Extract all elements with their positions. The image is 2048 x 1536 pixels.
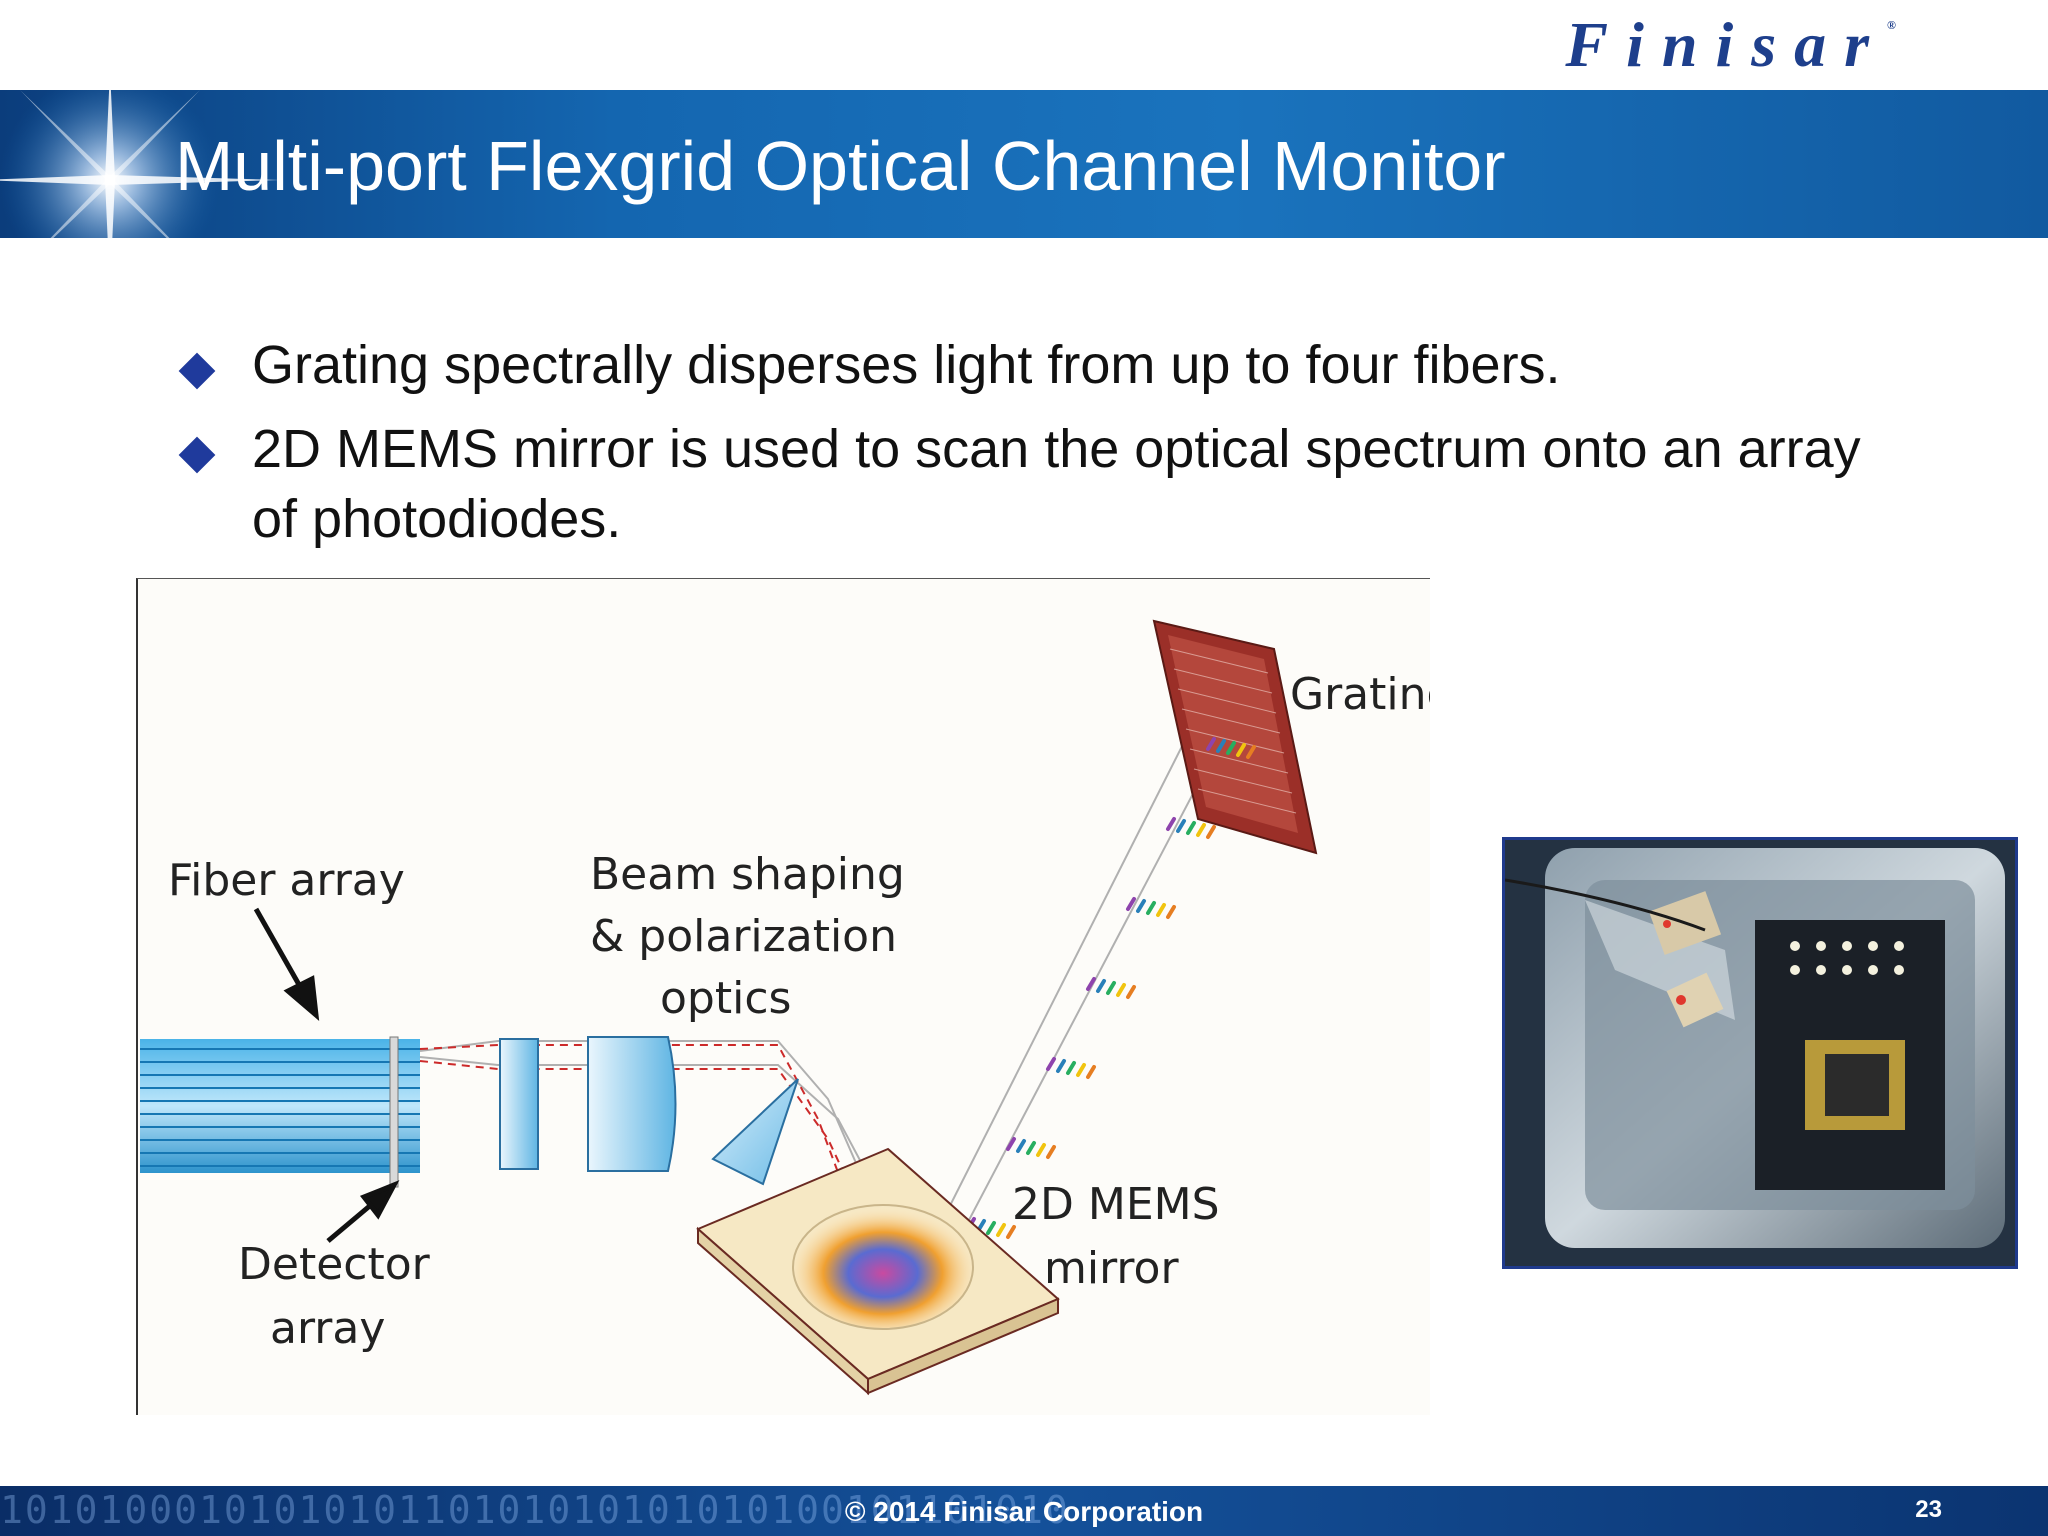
starburst-decoration bbox=[0, 90, 280, 238]
logo-text: Finisar bbox=[1565, 9, 1888, 80]
slide-title: Multi-port Flexgrid Optical Channel Moni… bbox=[175, 127, 1506, 205]
beam-shaping-lens-1 bbox=[499, 1038, 539, 1170]
bullet-item: Grating spectrally disperses light from … bbox=[170, 330, 1890, 400]
grating bbox=[1152, 619, 1318, 855]
mems-mirror bbox=[696, 1147, 1060, 1396]
label-mems-2: mirror bbox=[1044, 1243, 1179, 1294]
title-band: Multi-port Flexgrid Optical Channel Moni… bbox=[0, 90, 2048, 238]
label-grating: Grating bbox=[1290, 669, 1430, 720]
bullet-text: Grating spectrally disperses light from … bbox=[252, 335, 1561, 395]
detector-array bbox=[389, 1036, 399, 1188]
label-fiber-array: Fiber array bbox=[168, 855, 405, 906]
label-beam-shaping-3: optics bbox=[660, 973, 791, 1024]
diagram-labels: Fiber array Beam shaping & polarization … bbox=[168, 669, 1454, 1354]
binary-decoration: 1010100010101010110101010101010100101101… bbox=[0, 1488, 1070, 1532]
optical-diagram: Fiber array Beam shaping & polarization … bbox=[136, 578, 1454, 1415]
label-beam-shaping-1: Beam shaping bbox=[590, 849, 905, 900]
copyright-text: © 2014 Finisar Corporation bbox=[844, 1496, 1204, 1527]
beam-shaping-lens-2 bbox=[587, 1036, 677, 1172]
page-number: 23 bbox=[1915, 1496, 1942, 1523]
polarization-prism bbox=[711, 1078, 799, 1186]
label-detector-1: Detector bbox=[238, 1239, 431, 1290]
optical-path-illustration: Fiber array Beam shaping & polarization … bbox=[140, 619, 1454, 1396]
label-beam-shaping-2: & polarization bbox=[590, 911, 897, 962]
dispersed-spectrum bbox=[966, 737, 1256, 1239]
label-mems-1: 2D MEMS bbox=[1012, 1179, 1220, 1230]
registered-mark: ® bbox=[1887, 18, 1896, 32]
bullet-list: Grating spectrally disperses light from … bbox=[170, 330, 1890, 568]
pointer-arrows bbox=[253, 907, 400, 1243]
finisar-logo: Finisar® bbox=[1565, 8, 1896, 82]
diamond-bullet-icon bbox=[178, 352, 216, 390]
footer-band: 1010100010101010110101010101010100101101… bbox=[0, 1486, 2048, 1536]
diamond-bullet-icon bbox=[178, 436, 216, 474]
label-detector-2: array bbox=[270, 1303, 385, 1354]
device-photo-illustration bbox=[1505, 840, 2015, 1266]
bullet-text: 2D MEMS mirror is used to scan the optic… bbox=[252, 419, 1861, 549]
fiber-array bbox=[140, 1039, 420, 1173]
device-photo bbox=[1502, 837, 2018, 1269]
bullet-item: 2D MEMS mirror is used to scan the optic… bbox=[170, 414, 1890, 554]
